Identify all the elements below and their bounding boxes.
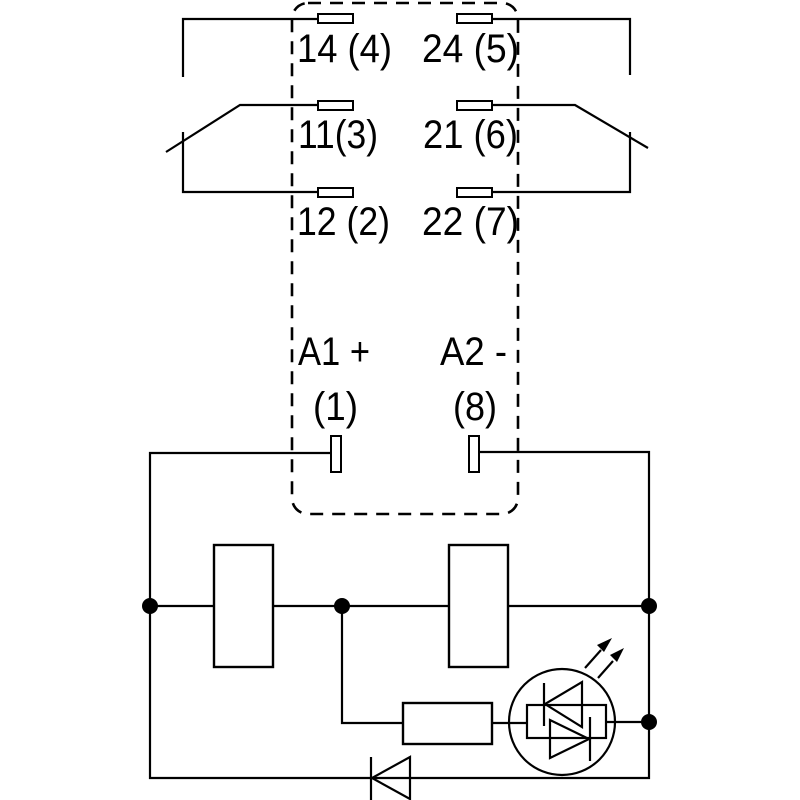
led-diode-bottom <box>548 718 592 760</box>
terminal-label-no-left: 14 (4) <box>297 27 392 71</box>
terminal-label-com-right: 21 (6) <box>423 113 518 157</box>
terminal-pin-21 <box>456 100 493 111</box>
wire-right-bracket <box>492 17 632 194</box>
wire-left-bracket <box>181 17 318 194</box>
coil-pin-label-1: (1) <box>313 385 358 429</box>
terminal-pin-11 <box>317 100 354 111</box>
changeover-contact-left <box>165 103 318 153</box>
coil-pin-label-8: (8) <box>453 385 497 429</box>
terminal-pin-22 <box>456 187 493 198</box>
terminal-pin-12 <box>317 187 354 198</box>
arrow-shaft-1 <box>584 649 602 669</box>
wire-outer-loop <box>148 450 651 780</box>
led-body-rect <box>525 703 608 740</box>
led-circle <box>507 667 617 777</box>
terminal-pin-a2 <box>468 435 480 473</box>
terminal-pin-24 <box>456 13 493 24</box>
contact-circuit: 14 (4) 24 (5) 11(3) 21 (6) 12 (2) 22 (7) <box>165 13 649 244</box>
junction-dot-right-upper <box>641 598 657 614</box>
light-emission-arrows <box>584 638 624 679</box>
coil-label-a1: A1 + <box>298 330 370 374</box>
changeover-contact-right <box>492 103 649 149</box>
terminal-pin-14 <box>317 13 354 24</box>
terminal-label-com-left: 11(3) <box>298 113 378 157</box>
coil-terminal-block: A1 + (1) A2 - (8) <box>298 330 507 429</box>
terminal-label-nc-right: 22 (7) <box>422 200 519 244</box>
junction-dot-left <box>142 598 158 614</box>
junction-dot-middle <box>334 598 350 614</box>
terminal-label-no-right: 24 (5) <box>422 27 519 71</box>
arrow-shaft-2 <box>597 660 614 679</box>
reverse-protection-diode <box>369 755 412 800</box>
relay-body-outline <box>290 1 520 516</box>
coil-right <box>447 543 510 669</box>
terminal-pin-a1 <box>330 435 342 473</box>
resistor <box>401 701 494 746</box>
diode-triangle <box>369 755 412 800</box>
terminal-label-nc-left: 12 (2) <box>297 200 390 244</box>
led-indicator <box>507 638 624 777</box>
coil-left <box>212 543 275 669</box>
led-diode-top <box>542 680 584 729</box>
arrow-head-1 <box>597 638 612 652</box>
junction-dot-right-lower <box>641 714 657 730</box>
suppressor-circuit <box>142 435 657 800</box>
arrow-head-2 <box>610 648 624 662</box>
coil-label-a2: A2 - <box>440 330 507 374</box>
